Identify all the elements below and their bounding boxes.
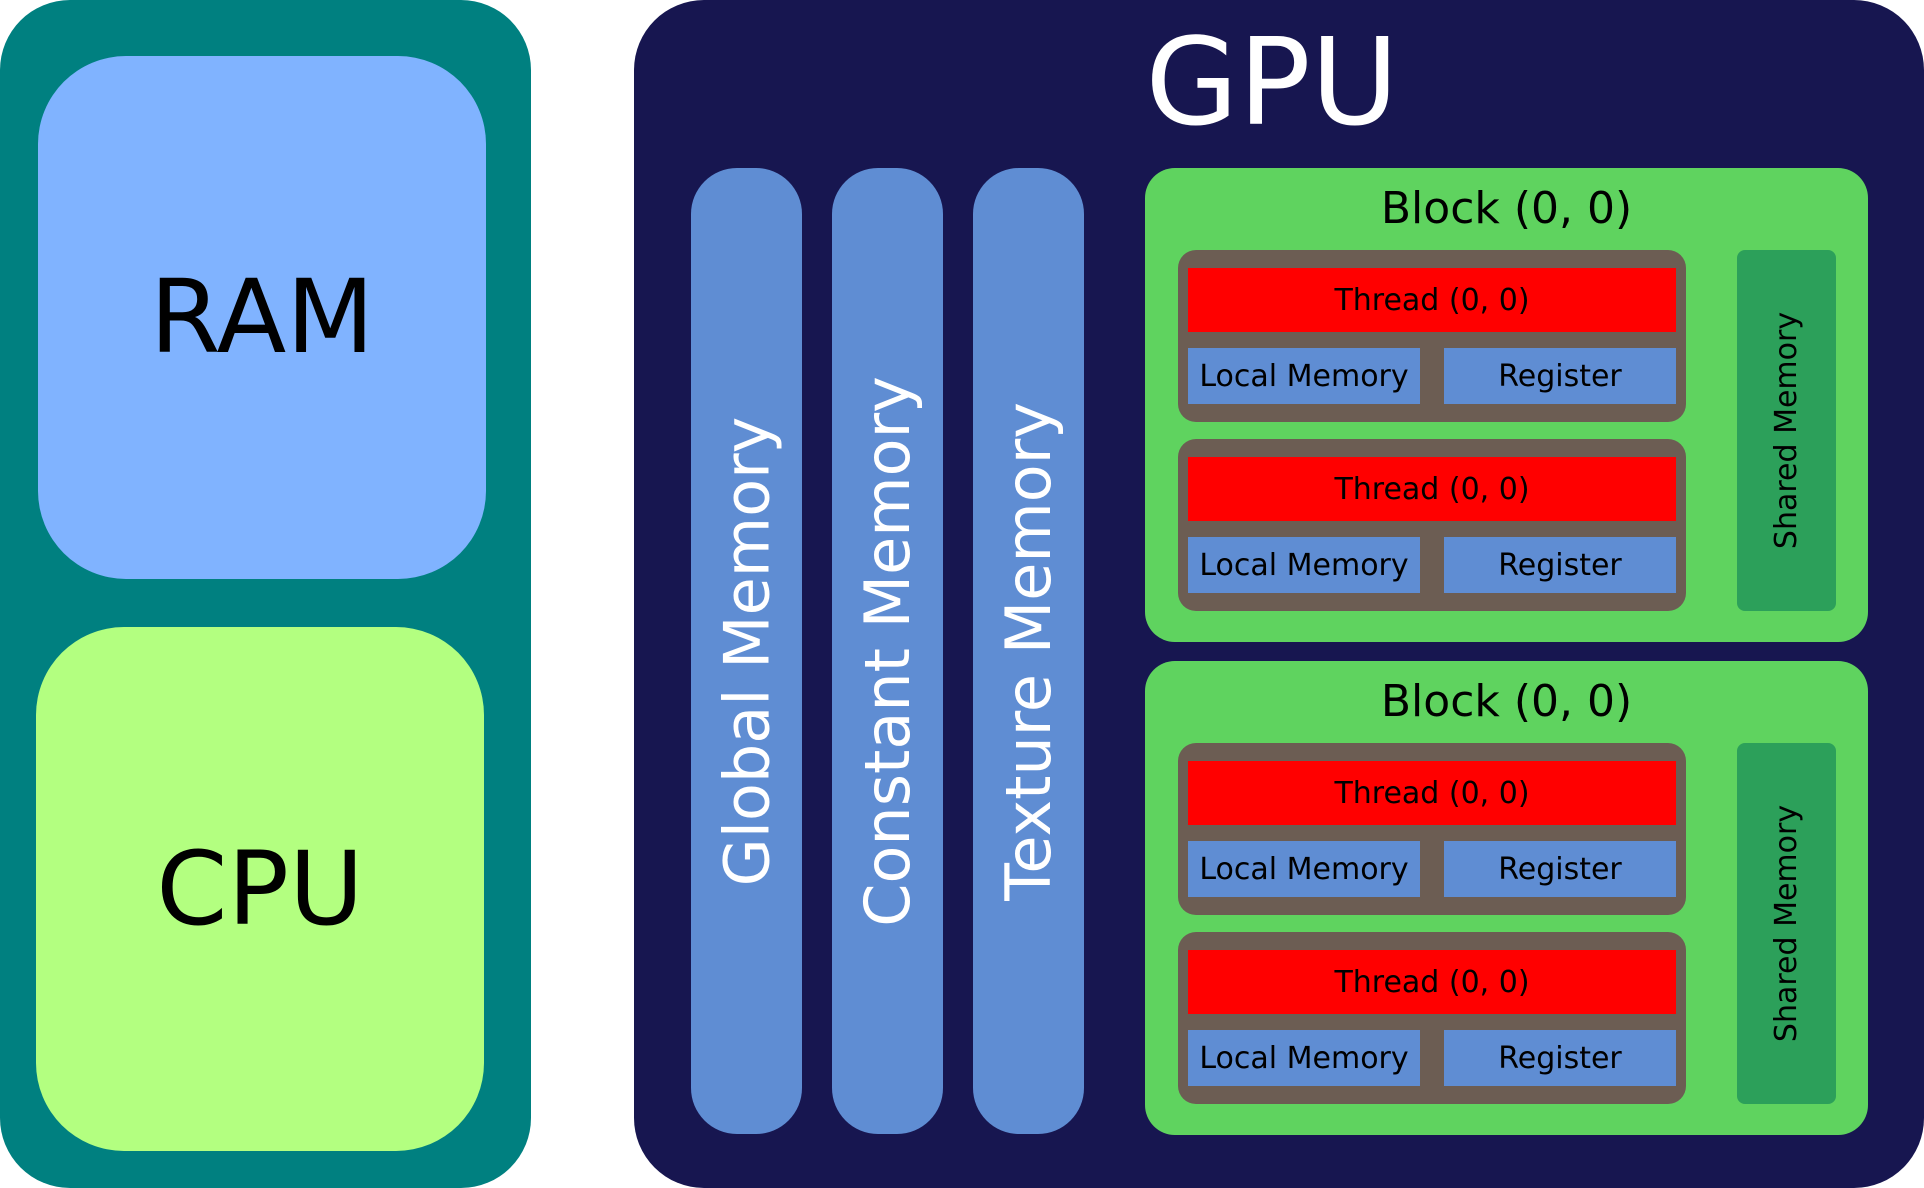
thread-title: Thread (0, 0) bbox=[1188, 457, 1676, 521]
thread-title: Thread (0, 0) bbox=[1188, 761, 1676, 825]
texture-memory-label: Texture Memory bbox=[992, 401, 1066, 901]
local-memory: Local Memory bbox=[1188, 841, 1420, 897]
global-memory: Global Memory bbox=[691, 168, 802, 1134]
shared-memory: Shared Memory bbox=[1737, 743, 1836, 1104]
thread: Thread (0, 0) Local Memory Register bbox=[1178, 439, 1686, 611]
constant-memory-label: Constant Memory bbox=[851, 375, 924, 927]
register: Register bbox=[1444, 841, 1676, 897]
thread: Thread (0, 0) Local Memory Register bbox=[1178, 932, 1686, 1104]
register: Register bbox=[1444, 537, 1676, 593]
register: Register bbox=[1444, 1030, 1676, 1086]
constant-memory: Constant Memory bbox=[832, 168, 943, 1134]
local-memory: Local Memory bbox=[1188, 537, 1420, 593]
texture-memory: Texture Memory bbox=[973, 168, 1084, 1134]
cpu-box: CPU bbox=[36, 627, 484, 1151]
thread: Thread (0, 0) Local Memory Register bbox=[1178, 743, 1686, 915]
host-panel: RAM CPU bbox=[0, 0, 531, 1188]
ram-label: RAM bbox=[149, 258, 375, 377]
block: Block (0, 0) Thread (0, 0) Local Memory … bbox=[1145, 661, 1868, 1135]
cpu-label: CPU bbox=[156, 829, 364, 949]
local-memory: Local Memory bbox=[1188, 348, 1420, 404]
shared-memory: Shared Memory bbox=[1737, 250, 1836, 611]
block-title: Block (0, 0) bbox=[1380, 675, 1633, 727]
shared-memory-label: Shared Memory bbox=[1769, 311, 1805, 550]
local-memory: Local Memory bbox=[1188, 1030, 1420, 1086]
register: Register bbox=[1444, 348, 1676, 404]
ram-box: RAM bbox=[38, 56, 486, 579]
thread-title: Thread (0, 0) bbox=[1188, 950, 1676, 1014]
gpu-title: GPU bbox=[1145, 13, 1399, 153]
block: Block (0, 0) Thread (0, 0) Local Memory … bbox=[1145, 168, 1868, 642]
global-memory-label: Global Memory bbox=[710, 416, 784, 886]
block-title: Block (0, 0) bbox=[1380, 182, 1633, 234]
shared-memory-label: Shared Memory bbox=[1769, 804, 1805, 1043]
thread-title: Thread (0, 0) bbox=[1188, 268, 1676, 332]
thread: Thread (0, 0) Local Memory Register bbox=[1178, 250, 1686, 422]
